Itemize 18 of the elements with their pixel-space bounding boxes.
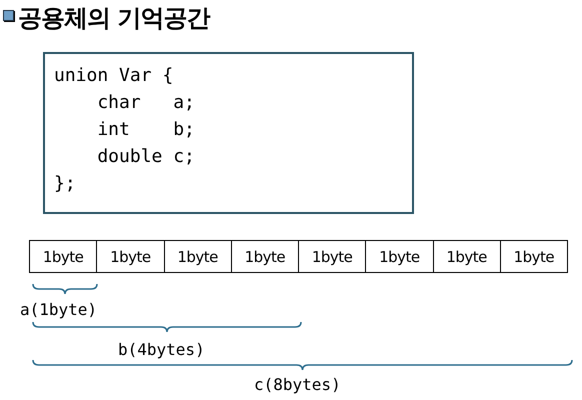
code-line: char a; <box>96 91 195 115</box>
memory-cell: 1byte <box>500 240 568 273</box>
memory-cell: 1byte <box>164 240 232 273</box>
code-line: union Var { <box>54 64 174 88</box>
code-line: int b; <box>96 118 195 142</box>
memory-cell: 1byte <box>29 240 98 273</box>
size-label: a(1byte) <box>20 300 98 319</box>
size-label: c(8bytes) <box>254 375 341 394</box>
code-line: }; <box>54 172 76 196</box>
code-line: double c; <box>96 145 195 169</box>
memory-cell: 1byte <box>298 240 366 273</box>
memory-cell: 1byte <box>230 240 299 273</box>
size-label: b(4bytes) <box>118 340 205 359</box>
title: 공용체의 기억공간 <box>18 3 210 34</box>
memory-cell: 1byte <box>432 240 501 273</box>
code-box <box>43 52 414 214</box>
memory-cell: 1byte <box>96 240 164 273</box>
memory-cell: 1byte <box>365 240 434 273</box>
